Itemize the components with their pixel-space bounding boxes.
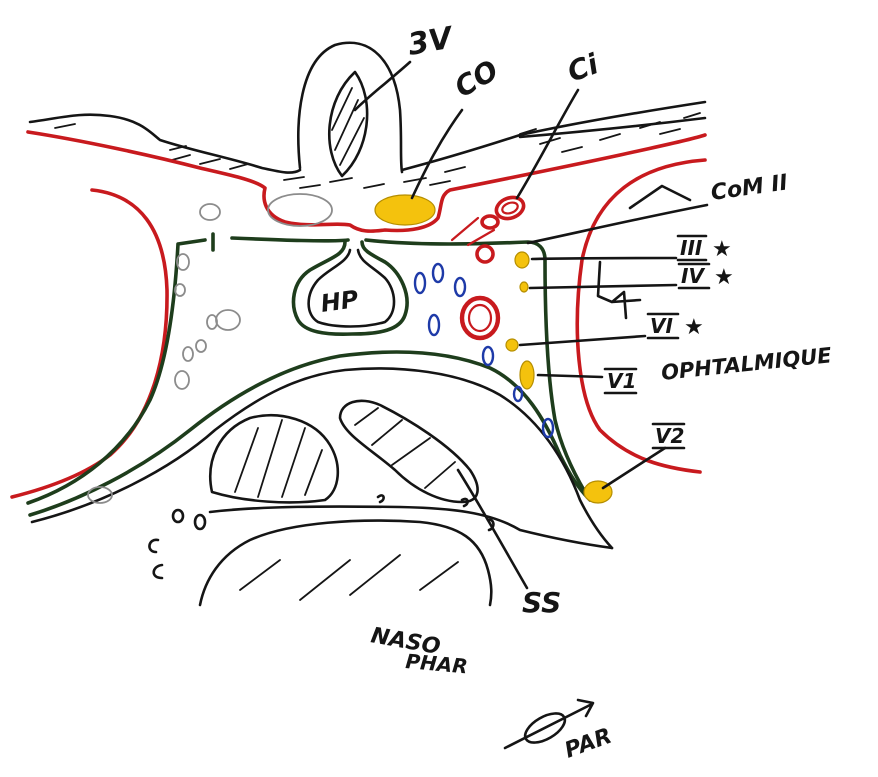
vein-oval <box>216 310 240 330</box>
left-optic-nerve <box>268 194 332 226</box>
label-nerve-iii: III <box>680 236 703 260</box>
dura-left-wall <box>12 190 167 497</box>
carotid-branch <box>452 218 494 245</box>
label-pituitary: HP <box>319 285 361 318</box>
diaphragma-left <box>232 238 348 241</box>
leader-iv <box>530 285 676 288</box>
vein-oval <box>196 340 206 352</box>
vein-oval <box>175 284 185 296</box>
nerve-v1 <box>520 361 534 389</box>
label-nerve-v2: V2 <box>655 424 684 448</box>
carotid-cavernous-inner <box>469 305 491 331</box>
nerve-iv <box>520 282 528 292</box>
vein-oval <box>195 515 205 529</box>
vein-oval <box>200 204 220 220</box>
label-nerve-vi: VI <box>650 314 673 338</box>
star-iv: ★ <box>714 265 734 290</box>
star-vi: ★ <box>684 315 704 340</box>
brain-hatching <box>55 113 700 188</box>
third-ventricle-outline <box>298 43 402 172</box>
leader-iii <box>532 258 676 259</box>
label-phar: PHAR <box>405 649 469 678</box>
label-third-ventricle: 3V <box>405 20 457 63</box>
left-cavernous-veins <box>88 194 332 578</box>
label-communicating: CoM II <box>709 170 789 205</box>
communicating-ring <box>477 246 493 262</box>
nasopharynx-hatching <box>240 555 458 600</box>
third-ventricle <box>298 43 402 176</box>
vein-oval <box>483 347 493 365</box>
label-ophthalmic: OPHTALMIQUE <box>660 343 833 385</box>
optic-chiasm <box>375 195 435 225</box>
right-cavernous-veins <box>415 264 553 437</box>
nerve-vi <box>506 339 518 351</box>
signature: PAR <box>505 700 615 764</box>
carotid-ring-upper-inner <box>501 201 519 216</box>
vein-hook <box>154 565 162 578</box>
right-wall-marks <box>598 186 690 318</box>
vein-oval <box>429 315 439 335</box>
label-optic-chiasm: CO <box>449 53 504 104</box>
hatch-strokes <box>55 113 700 188</box>
leader-v1 <box>538 375 602 377</box>
vein-oval <box>455 278 465 296</box>
leader-ci <box>517 90 578 198</box>
sinus-right-compartment <box>340 401 478 502</box>
vein-hook <box>149 540 158 552</box>
sinus-left-hatching <box>235 420 322 497</box>
vein-oval <box>183 347 193 361</box>
carotid-ring-mid <box>482 216 498 228</box>
vein-oval <box>177 254 189 270</box>
dura-top-line <box>28 132 705 231</box>
leader-vi <box>520 336 645 345</box>
signature-text: PAR <box>562 724 616 764</box>
label-sphenoid-sinus: SS <box>522 586 561 619</box>
sphenoid-sinus <box>32 368 612 605</box>
brain-surface-right-lower <box>520 118 705 137</box>
internal-carotid <box>452 194 527 338</box>
nerve-iii <box>515 252 529 268</box>
vein-oval <box>415 273 425 293</box>
label-nerve-iv: IV <box>681 264 705 288</box>
vein-oval <box>175 371 189 389</box>
label-nerve-v1: V1 <box>607 369 636 393</box>
vein-oval <box>433 264 443 282</box>
star-iii: ★ <box>712 237 732 262</box>
brain-surface-left <box>30 115 300 173</box>
label-internal-carotid: Ci <box>563 47 603 88</box>
vein-oval <box>173 510 183 522</box>
sella-dura <box>28 234 590 515</box>
sinus-floor-line <box>210 507 612 548</box>
